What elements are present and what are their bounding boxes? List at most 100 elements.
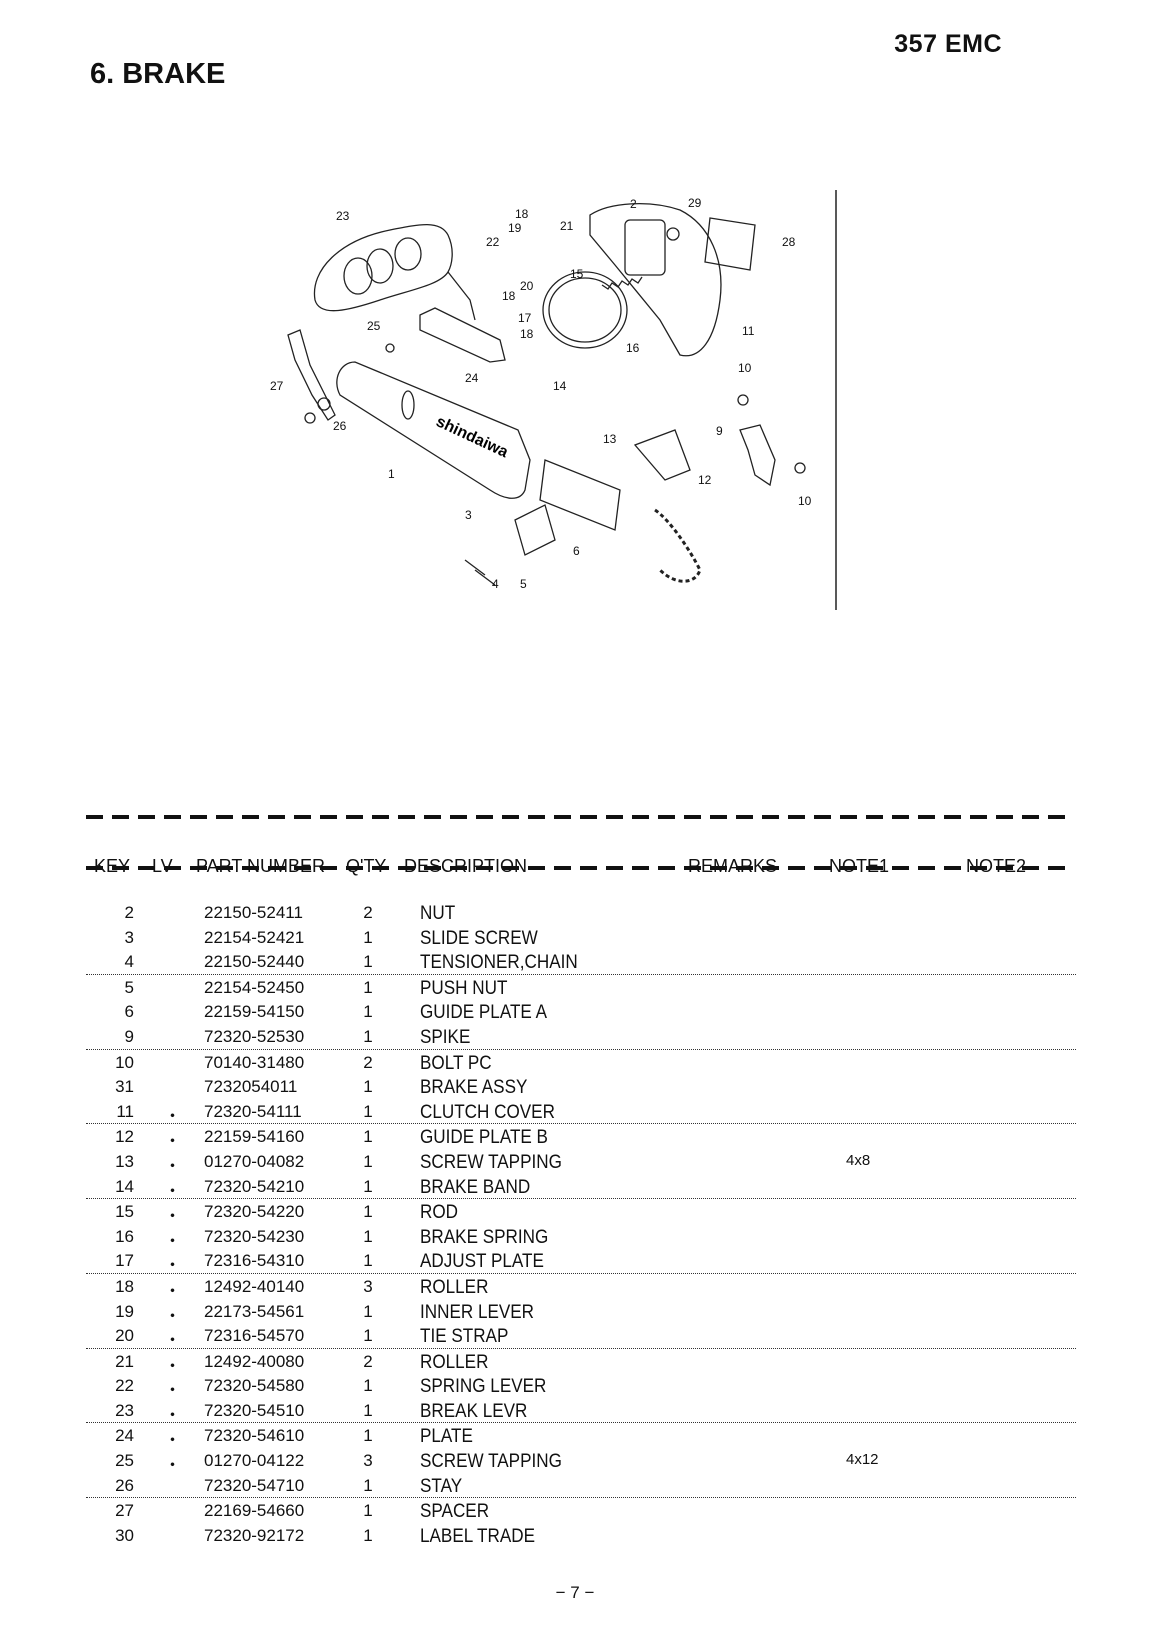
cell-description: BRAKE BAND [420,1176,531,1198]
cell-key: 20 [115,1326,134,1346]
cell-lv: ・ [164,1281,181,1301]
cell-qty: 1 [363,927,373,947]
cell-key: 17 [115,1251,134,1271]
cell-part-number: 01270-04082 [204,1151,305,1171]
callout-label: 4 [492,577,499,591]
cell-qty: 3 [363,1451,373,1471]
cell-part-number: 12492-40080 [204,1351,305,1371]
cell-qty: 1 [363,1301,373,1321]
cell-qty: 1 [363,977,373,997]
table-row: 31 7232054011 1 BRAKE ASSY [86,1074,1076,1099]
brand-text: shindaiwa [433,413,510,461]
callout-label: 22 [486,235,500,249]
cell-lv: ・ [164,1356,181,1376]
cell-part-number: 12492-40140 [204,1276,305,1296]
callout-label: 16 [626,341,640,355]
cell-part-number: 22159-54160 [204,1127,305,1147]
cell-key: 3 [124,927,134,947]
cell-description: TIE STRAP [420,1326,509,1348]
cell-qty: 1 [363,1326,373,1346]
cell-description: ROD [420,1202,459,1224]
cell-part-number: 72320-54510 [204,1400,305,1420]
callout-label: 18 [515,207,529,221]
cell-qty: 1 [363,1426,373,1446]
callout-label: 11 [742,324,755,338]
callout-label: 9 [716,424,723,438]
callout-label: 23 [336,209,350,223]
cell-part-number: 22150-52440 [204,952,305,972]
cell-key: 27 [115,1501,134,1521]
cell-qty: 1 [363,1501,373,1521]
cell-qty: 1 [363,1475,373,1495]
callout-label: 24 [465,371,479,385]
cell-description: BREAK LEVR [420,1400,528,1422]
cell-key: 11 [116,1101,134,1121]
cell-part-number: 72320-54710 [204,1475,305,1495]
callout-label: 21 [560,219,574,233]
cell-description: ADJUST PLATE [420,1251,544,1273]
cell-description: STAY [420,1475,463,1497]
cell-qty: 1 [363,1002,373,1022]
cell-lv: ・ [164,1381,181,1401]
callout-label: 18 [520,327,534,341]
cell-part-number: 22169-54660 [204,1501,305,1521]
cell-description: GUIDE PLATE A [420,1002,548,1024]
cell-description: BRAKE ASSY [420,1077,528,1099]
cell-lv: ・ [164,1331,181,1351]
cell-key: 5 [124,977,134,997]
callout-label: 19 [508,221,522,235]
table-rule-top [86,815,1072,819]
cell-qty: 1 [363,1077,373,1097]
cell-qty: 1 [363,1026,373,1046]
cell-lv: ・ [164,1431,181,1451]
cell-lv: ・ [164,1231,181,1251]
cell-part-number: 72320-54210 [204,1176,305,1196]
callout-label: 29 [688,196,702,210]
cell-qty: 1 [363,952,373,972]
cell-part-number: 72320-54111 [204,1101,302,1121]
cell-qty: 2 [363,1351,373,1371]
cell-description: TENSIONER,CHAIN [420,952,578,974]
cell-qty: 1 [363,1525,373,1545]
cell-description: SLIDE SCREW [420,927,538,949]
cell-key: 22 [115,1376,134,1396]
cell-part-number: 72320-54580 [204,1376,305,1396]
page-number: − 7 − [555,1583,595,1602]
cell-description: NUT [420,903,456,924]
callout-label: 18 [502,289,516,303]
callout-label: 17 [518,311,532,325]
cell-qty: 1 [363,1400,373,1420]
cell-part-number: 70140-31480 [204,1052,305,1072]
cell-description: SPRING LEVER [420,1376,547,1398]
cell-part-number: 7232054011 [204,1077,298,1097]
cell-description: PUSH NUT [420,977,508,999]
cell-part-number: 22159-54150 [204,1002,305,1022]
cell-key: 23 [115,1400,134,1420]
cell-key: 10 [115,1052,134,1072]
cell-description: SCREW TAPPING [420,1151,562,1173]
cell-key: 31 [115,1077,134,1097]
cell-description: SPIKE [420,1026,471,1048]
cell-key: 26 [115,1475,134,1495]
cell-description: CLUTCH COVER [420,1101,555,1123]
cell-key: 15 [115,1202,134,1222]
cell-key: 13 [115,1151,134,1171]
cell-part-number: 72320-52530 [204,1026,305,1046]
model-name: 357 EMC [894,30,1002,58]
